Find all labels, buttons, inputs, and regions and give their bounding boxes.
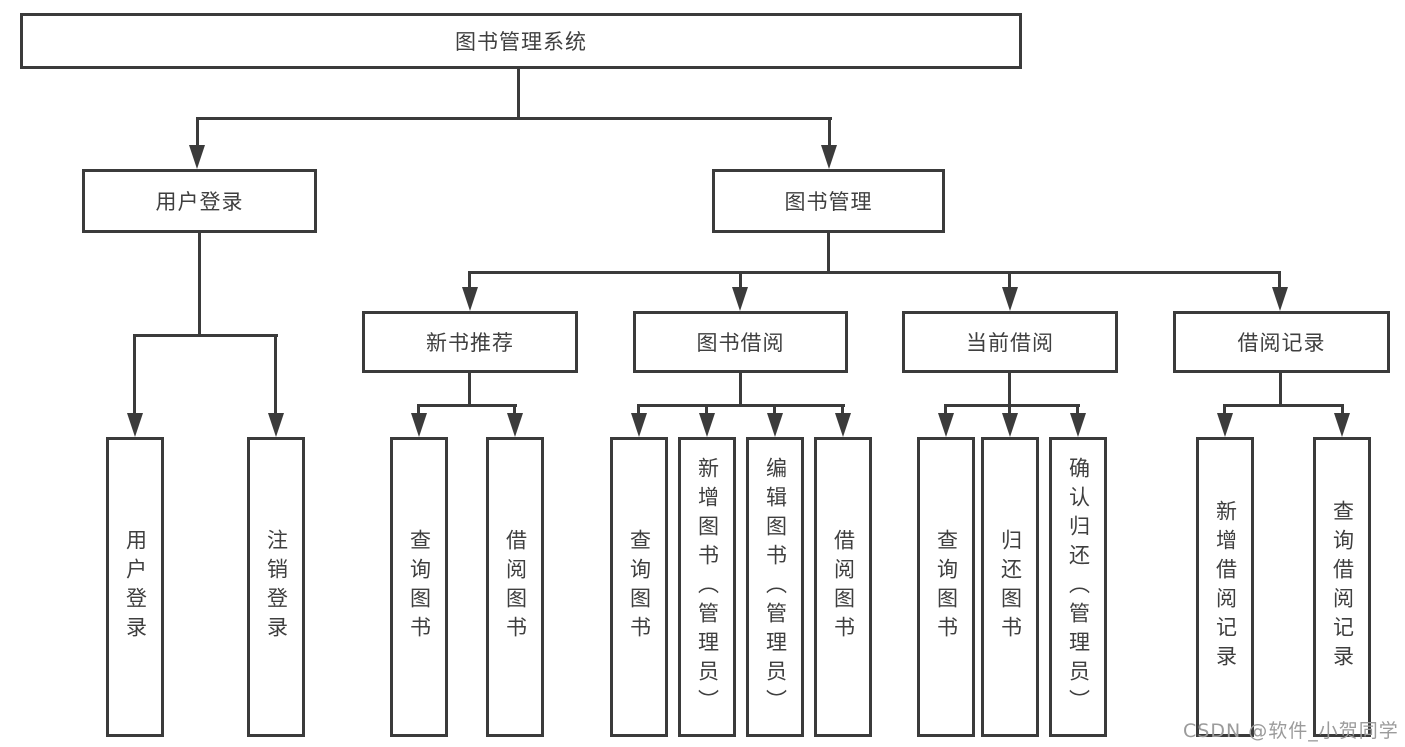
leaf-user-login: 用户登录 <box>106 437 164 737</box>
node-user-login-label: 用户登录 <box>155 190 244 214</box>
arrowhead-book-management <box>821 145 837 169</box>
arrowhead-current-borrowing <box>1002 287 1018 311</box>
leaf-cb-return-book-label: 归还图书 <box>998 529 1023 645</box>
connector-drop-bb-query <box>637 404 640 416</box>
connector-drop-cb-confirm <box>1076 404 1079 416</box>
connector-drop-user-login <box>196 117 199 149</box>
arrowhead-br-add <box>1217 413 1233 437</box>
connector-drop-leaf-user-login <box>133 334 136 416</box>
leaf-logout-label: 注销登录 <box>264 529 289 645</box>
arrowhead-user-login <box>189 145 205 169</box>
connector-level3-hbar <box>468 271 1281 274</box>
leaf-bb-borrow-book: 借阅图书 <box>814 437 872 737</box>
node-book-management: 图书管理 <box>712 169 945 233</box>
node-book-management-label: 图书管理 <box>784 190 873 214</box>
connector-drop-bb-add <box>705 404 708 416</box>
node-book-borrowing: 图书借阅 <box>633 311 848 373</box>
leaf-cb-return-book: 归还图书 <box>981 437 1039 737</box>
leaf-nb-query-book-label: 查询图书 <box>407 529 432 645</box>
connector-drop-borrowing-records <box>1278 271 1281 289</box>
connector-drop-nb-query <box>417 404 420 416</box>
arrowhead-cb-query <box>938 413 954 437</box>
leaf-logout: 注销登录 <box>247 437 305 737</box>
arrowhead-bb-query <box>631 413 647 437</box>
connector-book-management-stem <box>827 232 830 274</box>
connector-drop-cb-return <box>1008 404 1011 416</box>
arrowhead-br-query <box>1334 413 1350 437</box>
connector-drop-br-add <box>1223 404 1226 416</box>
arrowhead-bb-borrow <box>835 413 851 437</box>
arrowhead-nb-query <box>411 413 427 437</box>
leaf-bb-borrow-book-label: 借阅图书 <box>831 529 856 645</box>
connector-current-hbar <box>944 404 1080 407</box>
node-root-label: 图书管理系统 <box>455 30 587 54</box>
leaf-cb-confirm-return-admin: 确认归还（管理员） <box>1049 437 1107 737</box>
connector-drop-new-book-recommend <box>468 271 471 289</box>
leaf-bb-edit-book-admin: 编辑图书（管理员） <box>746 437 804 737</box>
arrowhead-bb-edit <box>767 413 783 437</box>
node-borrowing-records: 借阅记录 <box>1173 311 1390 373</box>
leaf-bb-edit-book-admin-label: 编辑图书（管理员） <box>763 456 788 718</box>
arrowhead-cb-return <box>1002 413 1018 437</box>
leaf-cb-query-book-label: 查询图书 <box>934 529 959 645</box>
connector-drop-book-borrowing <box>739 271 742 289</box>
csdn-watermark: CSDN @软件_小贺同学 <box>1183 720 1399 742</box>
leaf-bb-query-book: 查询图书 <box>610 437 668 737</box>
connector-root-hbar <box>196 117 832 120</box>
arrowhead-leaf-logout <box>268 413 284 437</box>
connector-drop-cb-query <box>944 404 947 416</box>
arrowhead-leaf-user-login <box>127 413 143 437</box>
connector-user-login-stem <box>198 232 201 336</box>
leaf-bb-add-book-admin: 新增图书（管理员） <box>678 437 736 737</box>
arrowhead-book-borrowing <box>732 287 748 311</box>
leaf-br-add-record: 新增借阅记录 <box>1196 437 1254 737</box>
connector-drop-book-management <box>828 117 831 149</box>
node-current-borrowing-label: 当前借阅 <box>966 331 1054 355</box>
connector-drop-current-borrowing <box>1008 271 1011 289</box>
connector-drop-br-query <box>1341 404 1344 416</box>
leaf-br-query-record: 查询借阅记录 <box>1313 437 1371 737</box>
leaf-bb-add-book-admin-label: 新增图书（管理员） <box>695 456 720 718</box>
connector-borrowing-hbar <box>637 404 845 407</box>
node-user-login: 用户登录 <box>82 169 317 233</box>
arrowhead-nb-borrow <box>507 413 523 437</box>
connector-records-hbar <box>1223 404 1344 407</box>
leaf-cb-query-book: 查询图书 <box>917 437 975 737</box>
connector-drop-nb-borrow <box>513 404 516 416</box>
connector-records-stem <box>1279 372 1282 406</box>
node-new-book-recommend: 新书推荐 <box>362 311 578 373</box>
node-current-borrowing: 当前借阅 <box>902 311 1118 373</box>
connector-borrowing-stem <box>739 372 742 406</box>
connector-user-login-hbar <box>133 334 278 337</box>
leaf-br-add-record-label: 新增借阅记录 <box>1213 500 1238 674</box>
connector-new-book-stem <box>468 372 471 406</box>
leaf-bb-query-book-label: 查询图书 <box>627 529 652 645</box>
node-book-borrowing-label: 图书借阅 <box>696 331 785 355</box>
leaf-user-login-label: 用户登录 <box>123 529 148 645</box>
arrowhead-bb-add <box>699 413 715 437</box>
connector-current-stem <box>1008 372 1011 406</box>
connector-drop-bb-edit <box>773 404 776 416</box>
arrowhead-cb-confirm <box>1070 413 1086 437</box>
node-borrowing-records-label: 借阅记录 <box>1237 331 1326 355</box>
node-root: 图书管理系统 <box>20 13 1022 69</box>
leaf-nb-query-book: 查询图书 <box>390 437 448 737</box>
leaf-cb-confirm-return-admin-label: 确认归还（管理员） <box>1066 456 1091 718</box>
connector-drop-bb-borrow <box>841 404 844 416</box>
connector-root-stem <box>517 68 520 120</box>
arrowhead-borrowing-records <box>1272 287 1288 311</box>
node-new-book-recommend-label: 新书推荐 <box>426 331 514 355</box>
connector-drop-leaf-logout <box>274 334 277 416</box>
leaf-br-query-record-label: 查询借阅记录 <box>1330 500 1355 674</box>
leaf-nb-borrow-book: 借阅图书 <box>486 437 544 737</box>
arrowhead-new-book-recommend <box>462 287 478 311</box>
leaf-nb-borrow-book-label: 借阅图书 <box>503 529 528 645</box>
connector-new-book-hbar <box>417 404 517 407</box>
